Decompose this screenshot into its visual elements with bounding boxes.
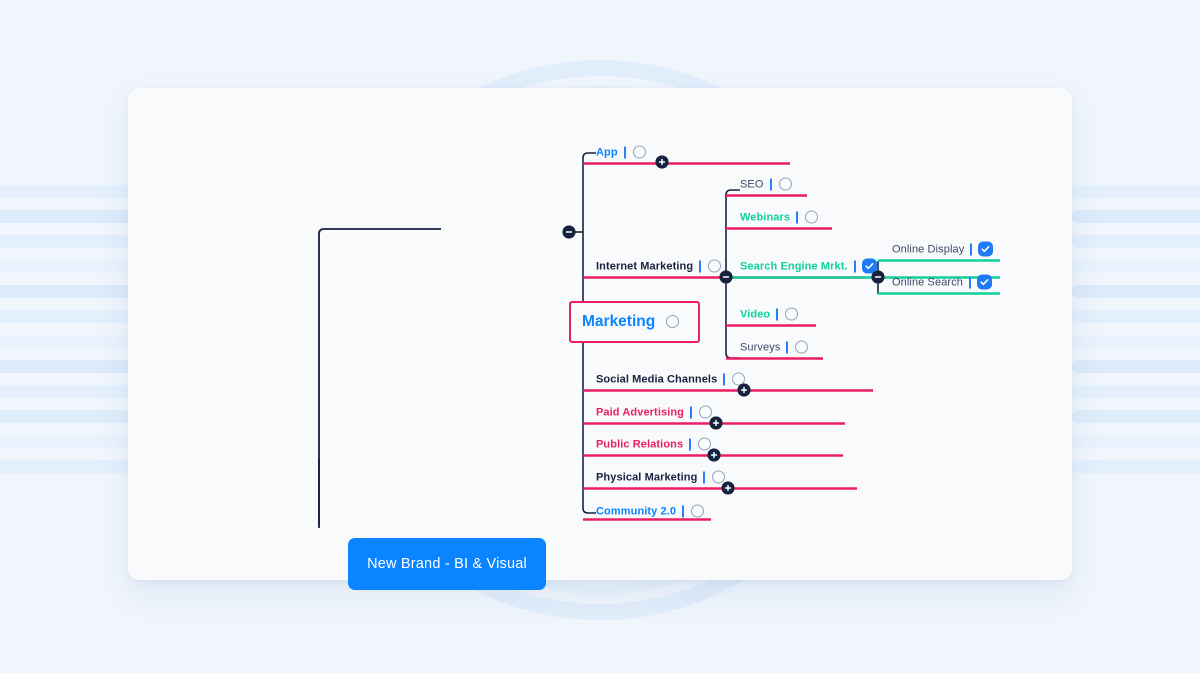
- checkbox-checked-icon[interactable]: [862, 259, 876, 273]
- topic-label: App: [596, 146, 618, 159]
- checkbox-unchecked-icon[interactable]: [795, 340, 809, 354]
- text-caret-icon: [776, 308, 779, 320]
- leaf-node-online-search[interactable]: Online Search: [892, 275, 992, 290]
- topic-node-social-media-channels[interactable]: Social Media Channels: [596, 372, 746, 387]
- topic-label: Public Relations: [596, 438, 684, 451]
- root-node[interactable]: New Brand - BI & Visual: [348, 538, 546, 590]
- leaf-label: Online Display: [892, 243, 965, 256]
- text-caret-icon: [682, 505, 685, 517]
- checkbox-unchecked-icon[interactable]: [666, 314, 680, 328]
- topic-node-internet-marketing[interactable]: Internet Marketing: [596, 259, 722, 274]
- checkbox-unchecked-icon[interactable]: [805, 210, 819, 224]
- text-caret-icon: [690, 406, 692, 418]
- checkbox-checked-icon[interactable]: [978, 275, 992, 289]
- text-caret-icon: [703, 471, 706, 483]
- subtopic-node-surveys[interactable]: Surveys: [740, 340, 809, 355]
- text-caret-icon: [769, 178, 772, 190]
- marketing-node-label: Marketing: [582, 313, 656, 330]
- root-node-label: New Brand - BI & Visual: [367, 556, 527, 572]
- topic-label: Paid Advertising: [596, 406, 684, 419]
- subtopic-node-video[interactable]: Video: [740, 307, 799, 322]
- checkbox-unchecked-icon[interactable]: [778, 177, 792, 191]
- topic-node-paid-advertising[interactable]: Paid Advertising: [596, 405, 712, 420]
- text-caret-icon: [970, 243, 973, 255]
- subtopic-node-webinars[interactable]: Webinars: [740, 210, 819, 225]
- checkbox-unchecked-icon[interactable]: [712, 470, 726, 484]
- topic-label: Social Media Channels: [596, 373, 718, 386]
- text-caret-icon: [969, 276, 972, 288]
- checkbox-checked-icon[interactable]: [979, 242, 993, 256]
- topic-label: Internet Marketing: [596, 260, 694, 273]
- subtopic-label: Search Engine Mrkt.: [740, 260, 848, 273]
- marketing-node[interactable]: Marketing: [569, 301, 700, 343]
- toggle-collapse-search-engine-mrkt[interactable]: [871, 270, 885, 284]
- topic-node-public-relations[interactable]: Public Relations: [596, 437, 712, 452]
- subtopic-label: SEO: [740, 178, 764, 191]
- checkbox-unchecked-icon[interactable]: [632, 145, 646, 159]
- text-caret-icon: [853, 260, 856, 272]
- checkbox-unchecked-icon[interactable]: [698, 437, 712, 451]
- toggle-expand-public-relations[interactable]: [707, 448, 721, 462]
- text-caret-icon: [796, 211, 799, 223]
- subtopic-node-search-engine-mrkt[interactable]: Search Engine Mrkt.: [740, 259, 876, 274]
- subtopic-node-seo[interactable]: SEO: [740, 177, 792, 192]
- topic-node-physical-marketing[interactable]: Physical Marketing: [596, 470, 726, 485]
- checkbox-unchecked-icon[interactable]: [699, 405, 712, 419]
- text-caret-icon: [786, 341, 789, 353]
- toggle-expand-app[interactable]: [655, 155, 669, 169]
- subtopic-label: Video: [740, 308, 771, 321]
- checkbox-unchecked-icon[interactable]: [708, 259, 722, 273]
- checkbox-unchecked-icon[interactable]: [785, 307, 799, 321]
- subtopic-label: Surveys: [740, 341, 781, 354]
- toggle-expand-social-media-channels[interactable]: [737, 383, 751, 397]
- topic-label: Community 2.0: [596, 505, 677, 518]
- checkbox-unchecked-icon[interactable]: [691, 504, 705, 518]
- toggle-collapse-marketing[interactable]: [562, 225, 576, 239]
- topic-label: Physical Marketing: [596, 471, 698, 484]
- text-caret-icon: [623, 146, 626, 158]
- leaf-label: Online Search: [892, 276, 964, 289]
- toggle-expand-physical-marketing[interactable]: [721, 481, 735, 495]
- toggle-collapse-internet-marketing[interactable]: [719, 270, 733, 284]
- toggle-expand-paid-advertising[interactable]: [709, 416, 723, 430]
- text-caret-icon: [723, 373, 726, 385]
- text-caret-icon: [699, 260, 702, 272]
- text-caret-icon: [689, 438, 692, 450]
- topic-node-community-2-0[interactable]: Community 2.0: [596, 504, 705, 519]
- subtopic-label: Webinars: [740, 211, 791, 224]
- mindmap-canvas-card: New Brand - BI & Visual Marketing App In…: [128, 88, 1072, 590]
- leaf-node-online-display[interactable]: Online Display: [892, 242, 993, 257]
- topic-node-app[interactable]: App: [596, 145, 646, 160]
